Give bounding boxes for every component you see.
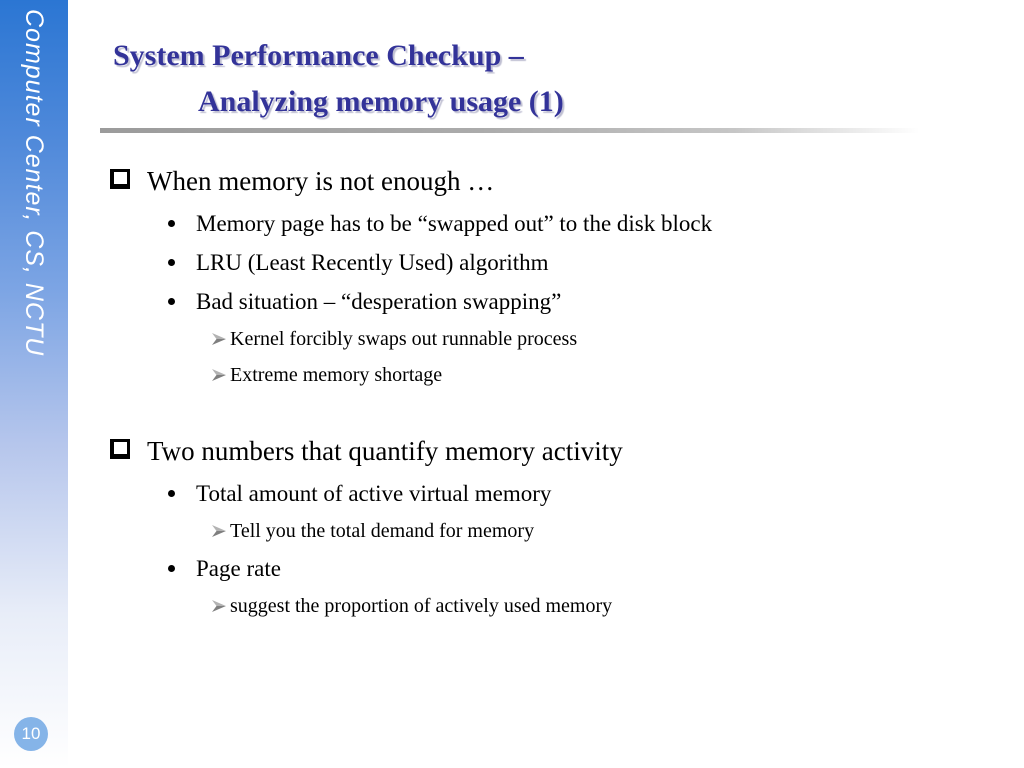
arrow-bullet-icon xyxy=(212,333,226,345)
bullet-item: Page rate xyxy=(100,549,1014,588)
bullet-item: Two numbers that quantify memory activit… xyxy=(100,428,1014,474)
bullet-text: Page rate xyxy=(196,555,281,581)
sidebar: Computer Center, CS, NCTU 10 xyxy=(0,0,68,768)
bullet-text: Two numbers that quantify memory activit… xyxy=(147,435,623,466)
bullet-item: Tell you the total demand for memory xyxy=(100,513,1014,549)
sidebar-vertical-text: Computer Center, CS, NCTU xyxy=(20,9,48,357)
dot-bullet-icon xyxy=(168,258,175,266)
bullet-text: Memory page has to be “swapped out” to t… xyxy=(196,210,713,236)
dot-bullet-icon xyxy=(168,564,175,572)
arrow-bullet-icon xyxy=(212,369,226,381)
title-line-2: Analyzing memory usage (1) xyxy=(198,85,564,118)
arrow-bullet-icon xyxy=(212,525,226,537)
bullet-text: When memory is not enough … xyxy=(147,165,495,196)
bullet-text: Extreme memory shortage xyxy=(230,363,443,386)
bullet-text: Bad situation – “desperation swapping” xyxy=(196,288,562,314)
bullet-item: LRU (Least Recently Used) algorithm xyxy=(100,243,1014,282)
bullet-text: Total amount of active virtual memory xyxy=(196,480,552,506)
bullet-item: suggest the proportion of actively used … xyxy=(100,588,1014,624)
bullet-item: Kernel forcibly swaps out runnable proce… xyxy=(100,321,1014,357)
bullet-item: When memory is not enough … xyxy=(100,158,1014,204)
bullet-item: Bad situation – “desperation swapping” xyxy=(100,282,1014,321)
section-gap xyxy=(100,393,1014,428)
title-line-1: System Performance Checkup – xyxy=(113,39,524,72)
dot-bullet-icon xyxy=(168,489,175,497)
bullet-item: Total amount of active virtual memory xyxy=(100,474,1014,513)
checkbox-bullet-icon xyxy=(110,169,130,189)
bullet-text: LRU (Least Recently Used) algorithm xyxy=(196,249,549,275)
page-number: 10 xyxy=(21,724,41,743)
title-divider xyxy=(100,128,945,133)
bullet-text: Kernel forcibly swaps out runnable proce… xyxy=(230,327,578,350)
dot-bullet-icon xyxy=(168,219,175,227)
bullet-item: Memory page has to be “swapped out” to t… xyxy=(100,204,1014,243)
bullet-text: suggest the proportion of actively used … xyxy=(230,594,613,617)
arrow-bullet-icon xyxy=(212,600,226,612)
bullet-text: Tell you the total demand for memory xyxy=(230,519,535,542)
dot-bullet-icon xyxy=(168,297,175,305)
page-number-badge: 10 xyxy=(14,717,48,751)
bullet-list: When memory is not enough … Memory page … xyxy=(100,158,1014,624)
checkbox-bullet-icon xyxy=(110,439,130,459)
bullet-item: Extreme memory shortage xyxy=(100,357,1014,393)
slide-title: System Performance Checkup – Analyzing m… xyxy=(113,33,564,125)
